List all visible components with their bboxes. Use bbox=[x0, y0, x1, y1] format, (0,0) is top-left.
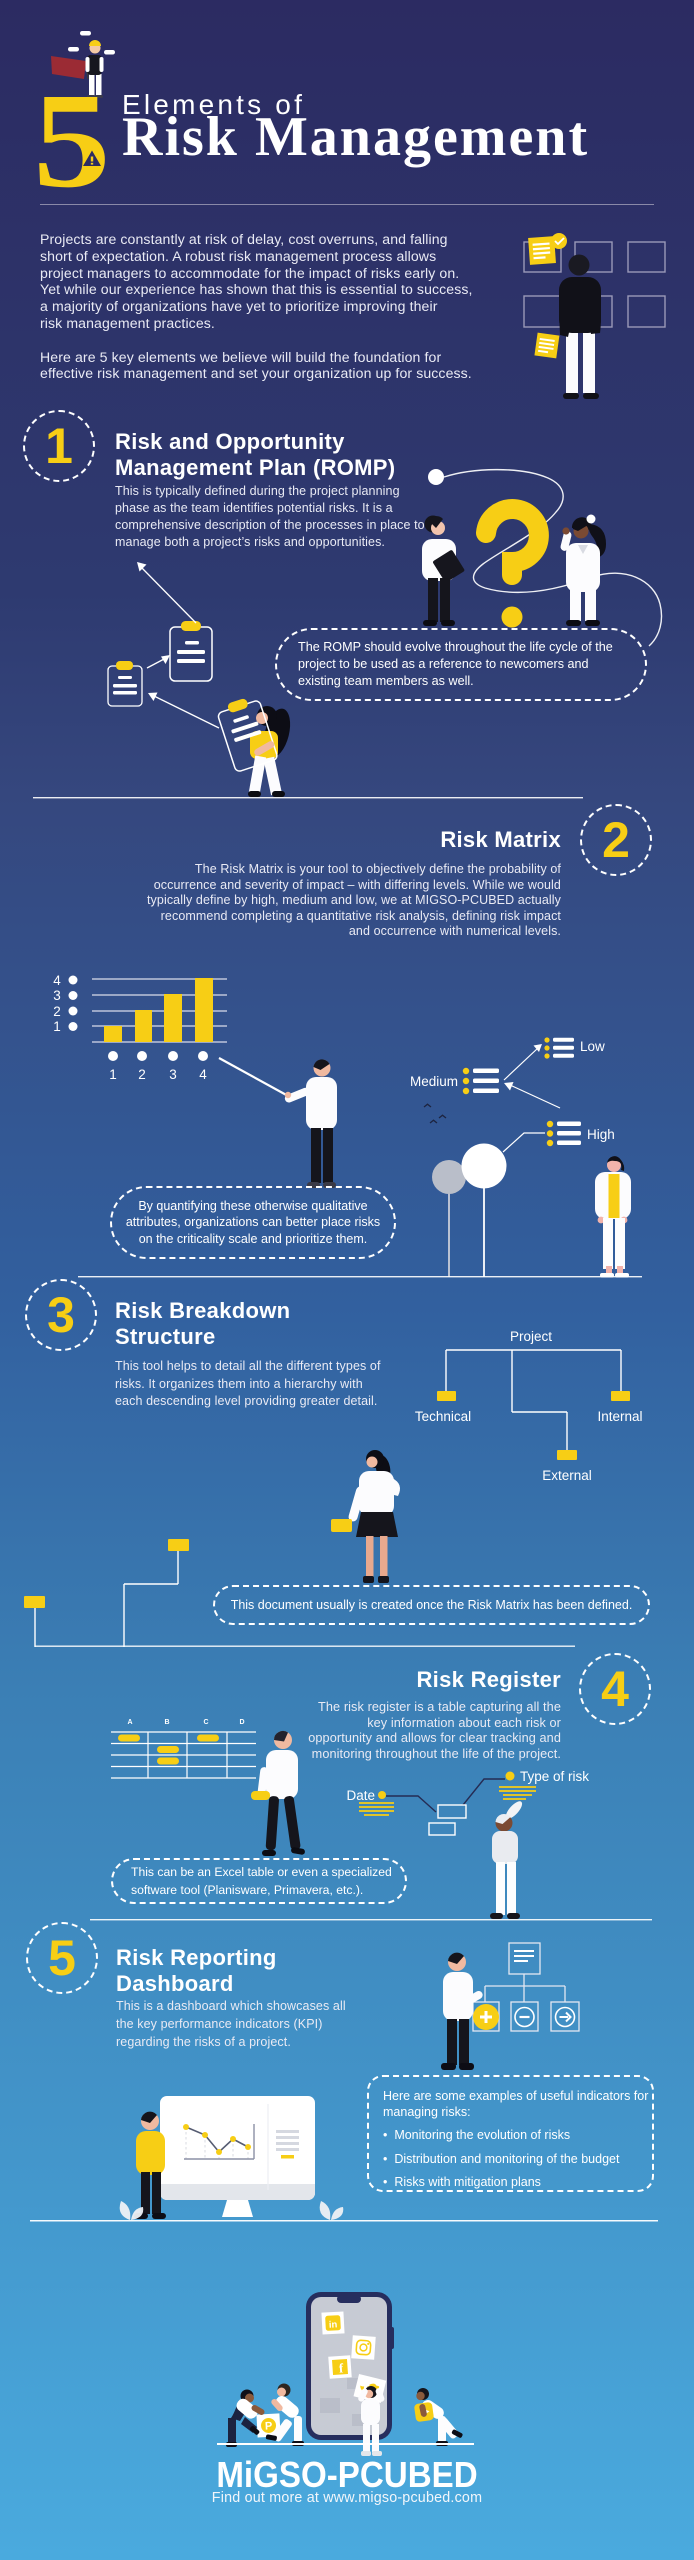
svg-text:f: f bbox=[338, 2360, 344, 2375]
svg-text:High: High bbox=[587, 1127, 615, 1142]
svg-text:3: 3 bbox=[53, 988, 61, 1003]
svg-text:B: B bbox=[164, 1719, 169, 1726]
svg-text:External: External bbox=[542, 1468, 592, 1483]
svg-text:2: 2 bbox=[53, 1004, 61, 1019]
svg-text:P: P bbox=[265, 2420, 273, 2432]
svg-text:A: A bbox=[127, 1719, 132, 1726]
svg-text:D: D bbox=[239, 1719, 244, 1726]
svg-text:4: 4 bbox=[53, 973, 61, 988]
svg-text:Internal: Internal bbox=[597, 1409, 642, 1424]
svg-text:1: 1 bbox=[53, 1019, 61, 1034]
svg-text:Project: Project bbox=[510, 1329, 552, 1344]
svg-text:Medium: Medium bbox=[410, 1074, 458, 1089]
svg-text:3: 3 bbox=[169, 1067, 177, 1082]
svg-text:2: 2 bbox=[138, 1067, 146, 1082]
svg-text:Technical: Technical bbox=[415, 1409, 471, 1424]
svg-text:in: in bbox=[329, 2319, 338, 2330]
svg-text:Date: Date bbox=[346, 1788, 375, 1803]
svg-text:C: C bbox=[203, 1719, 208, 1726]
svg-text:Type of risk: Type of risk bbox=[520, 1769, 589, 1784]
svg-text:4: 4 bbox=[199, 1067, 207, 1082]
svg-text:1: 1 bbox=[109, 1067, 117, 1082]
svg-text:Low: Low bbox=[580, 1039, 605, 1054]
